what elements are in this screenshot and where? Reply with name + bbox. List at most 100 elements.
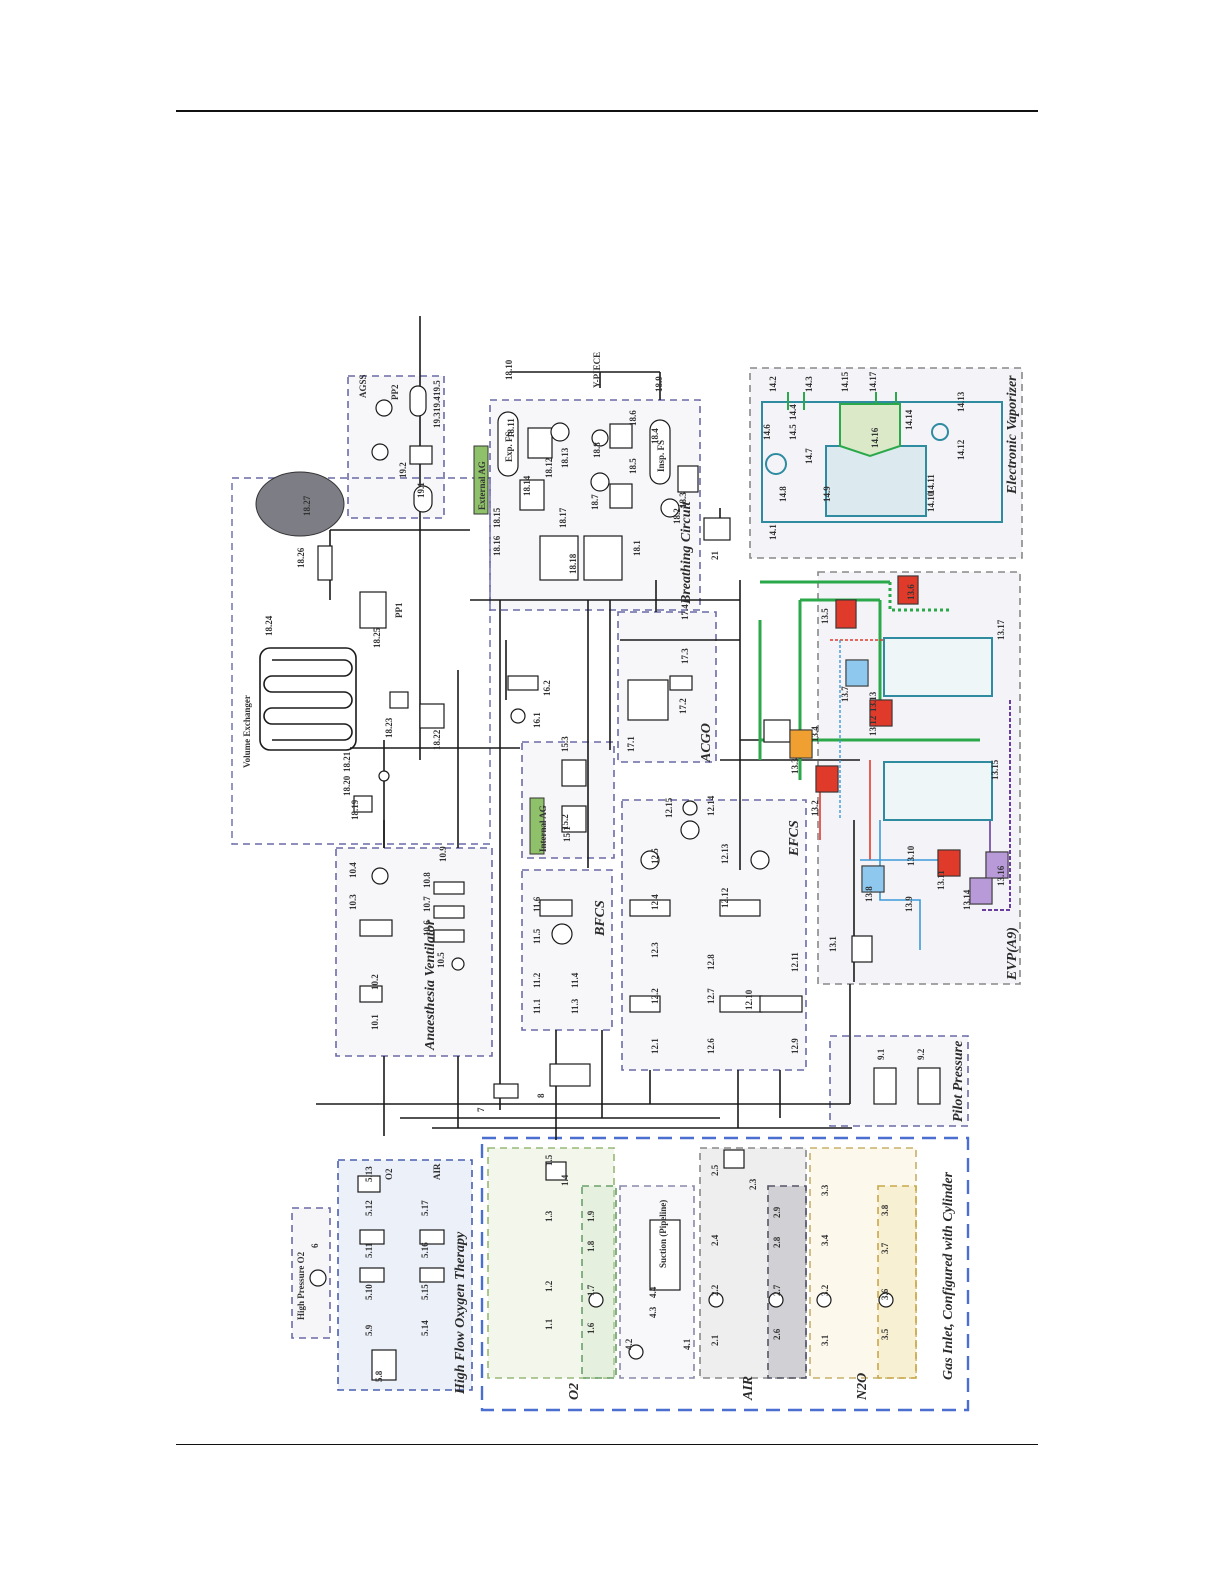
- component-label-2-6: 2.6: [772, 1328, 782, 1340]
- hfot-box: [337, 1159, 473, 1391]
- component-label-1-6: 1.6: [586, 1322, 596, 1334]
- component-label-3-3: 3.3: [820, 1184, 830, 1196]
- component-label-13-17: 13.17: [996, 619, 1006, 640]
- component-label-14-8: 14.8: [778, 486, 788, 502]
- component-label-12-2: 12.2: [650, 988, 660, 1004]
- component-label-14-15: 14.15: [840, 371, 850, 392]
- component-label-14-2: 14.2: [768, 376, 778, 392]
- component-label-5-8: 5.8: [374, 1370, 384, 1382]
- component-label-10-7: 10.7: [422, 896, 432, 912]
- component-label-5-17: 5.17: [420, 1200, 430, 1216]
- air-box: [699, 1147, 807, 1379]
- component-label-18-4: 18.4: [650, 428, 660, 444]
- component-label-14-5: 14.5: [788, 424, 798, 440]
- component-label-14-16: 14.16: [870, 427, 880, 448]
- evp-vaporizer-cells: [883, 637, 993, 821]
- component-label-18-20: 18.20: [342, 775, 352, 796]
- component-label-18-10: 18.10: [504, 359, 514, 380]
- exp-fs-label: Exp. FS: [504, 431, 514, 462]
- component-label-18-22: 18.22: [432, 729, 442, 750]
- component-label-19-2: 19.2: [398, 462, 408, 478]
- section-titles: High Flow Oxygen Therapy Gas Inlet, Conf…: [242, 352, 1020, 1401]
- component-label-5-9: 5.9: [364, 1324, 374, 1336]
- component-label-10-5: 10.5: [436, 952, 446, 968]
- component-label-13-10: 13.10: [906, 845, 916, 866]
- component-label-1-8: 1.8: [586, 1240, 596, 1252]
- component-label-18-24: 18.24: [264, 615, 274, 636]
- component-label-14-17: 14.17: [868, 371, 878, 392]
- volume-exchanger-box: [231, 477, 491, 845]
- component-label-17-2: 17.2: [678, 698, 688, 714]
- o2-cylinder-box: [581, 1185, 617, 1379]
- component-label-3-5: 3.5: [880, 1328, 890, 1340]
- component-label-9-1: 9.1: [876, 1048, 886, 1060]
- component-label-12-7: 12.7: [706, 988, 716, 1004]
- component-label-18-2: 18.2: [672, 508, 682, 524]
- component-label-18-3: 18.3: [678, 492, 688, 508]
- title-pilot-pressure: Pilot Pressure: [951, 1041, 966, 1122]
- component-label-21: 21: [710, 551, 720, 561]
- component-label-5-12: 5.12: [364, 1200, 374, 1216]
- component-label-11-6: 11.6: [532, 896, 542, 912]
- component-label-15-1: 15.1: [562, 826, 572, 842]
- component-labels: 5.85.95.105.115.125.135.145.155.165.171.…: [264, 359, 1006, 1382]
- pp1-label: PP1: [394, 602, 404, 618]
- title-suction: Suction (Pipeline): [658, 1200, 668, 1268]
- component-label-12-11: 12.11: [790, 952, 800, 972]
- component-label-5-16: 5.16: [420, 1242, 430, 1258]
- title-n2o: N2O: [855, 1373, 870, 1401]
- title-agss: AGSS: [358, 374, 368, 398]
- component-label-8: 8: [536, 1093, 546, 1098]
- title-air: AIR: [741, 1376, 756, 1401]
- component-label-13-8: 13.8: [864, 886, 874, 902]
- component-label-1-3: 1.3: [544, 1210, 554, 1222]
- component-label-18-12: 18.12: [544, 457, 554, 478]
- hfot-air-label: AIR: [432, 1163, 442, 1180]
- component-label-14-13: 14.13: [956, 391, 966, 412]
- component-label-15-3: 15.3: [560, 736, 570, 752]
- volume-exchanger-coil: [259, 647, 357, 751]
- component-label-13-14: 13.14: [962, 889, 972, 910]
- component-label-17-1: 17.1: [626, 736, 636, 752]
- component-label-13-13: 13.13: [868, 691, 878, 712]
- component-label-5-15: 5.15: [420, 1284, 430, 1300]
- component-label-3-1: 3.1: [820, 1334, 830, 1346]
- component-label-13-6: 13.6: [906, 584, 916, 600]
- component-label-19-5: 19.5: [432, 380, 442, 396]
- header-rule: [176, 110, 1038, 112]
- component-label-2-4: 2.4: [710, 1234, 720, 1246]
- component-label-13-11: 13.11: [936, 870, 946, 890]
- component-label-14-6: 14.6: [762, 424, 772, 440]
- component-label-18-7: 18.7: [590, 494, 600, 510]
- component-label-3-4: 3.4: [820, 1234, 830, 1246]
- component-label-2-8: 2.8: [772, 1236, 782, 1248]
- component-label-4-3: 4.3: [648, 1306, 658, 1318]
- title-gas-inlet: Gas Inlet, Configured with Cylinder: [941, 1171, 956, 1380]
- component-label-12-9: 12.9: [790, 1038, 800, 1054]
- n2o-cylinder-box: [877, 1185, 917, 1379]
- component-label-13-4: 13.4: [810, 726, 820, 742]
- component-label-12-8: 12.8: [706, 954, 716, 970]
- component-label-13-16: 13.16: [996, 865, 1006, 886]
- hfot-o2-label: O2: [384, 1168, 394, 1180]
- component-label-13-2: 13.2: [810, 800, 820, 816]
- title-y-piece: Y-PIECE: [592, 352, 602, 388]
- component-label-11-2: 11.2: [532, 972, 542, 988]
- component-label-10-6: 10.6: [422, 920, 432, 936]
- component-label-14-10: 14.10: [926, 491, 936, 512]
- component-label-18-21: 18.21: [342, 751, 352, 772]
- component-label-12-4: 12.4: [650, 894, 660, 910]
- component-label-12-1: 12.1: [650, 1038, 660, 1054]
- title-volume-exchanger: Volume Exchanger: [242, 695, 252, 768]
- title-high-pressure-o2: High Pressure O2: [296, 1251, 306, 1320]
- component-label-14-12: 14.12: [956, 439, 966, 460]
- component-label-14-14: 14.14: [904, 409, 914, 430]
- component-label-5-11: 5.11: [364, 1242, 374, 1258]
- o2-box: [487, 1147, 615, 1379]
- component-label-2-3: 2.3: [748, 1178, 758, 1190]
- component-label-4-4: 4.4: [648, 1286, 658, 1298]
- component-label-1-7: 1.7: [586, 1284, 596, 1296]
- component-label-12-6: 12.6: [706, 1038, 716, 1054]
- component-label-11-4: 11.4: [570, 972, 580, 988]
